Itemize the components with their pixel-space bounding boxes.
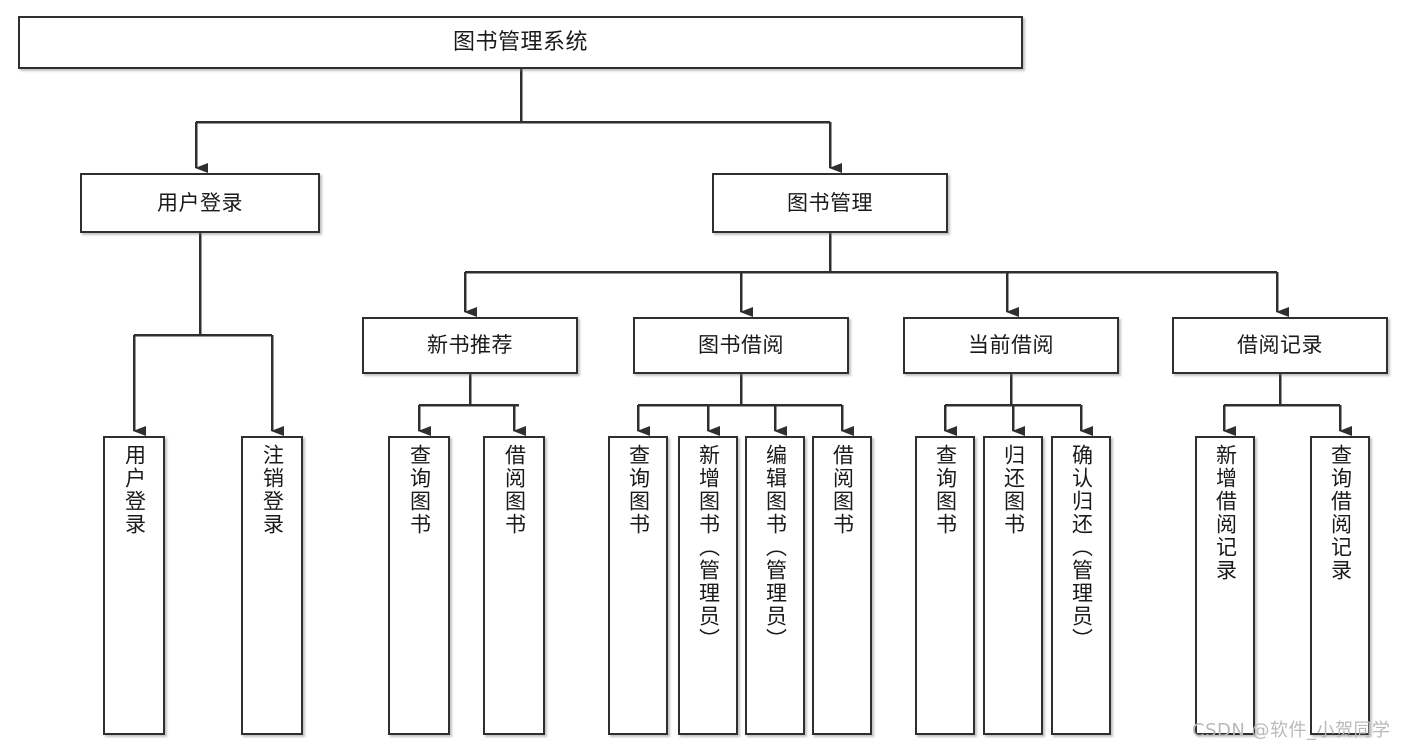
node-root-label: 图书管理系统 [452, 29, 588, 55]
node-borrow-record[interactable]: 借阅记录 [1172, 317, 1388, 374]
node-leaf-confirm-return[interactable]: 确认归还（管理员） [1051, 436, 1111, 735]
node-leaf-user-logout[interactable]: 注销登录 [241, 436, 303, 735]
node-leaf-return-book-label: 归还图书 [1001, 444, 1026, 536]
node-leaf-user-logout-label: 注销登录 [260, 444, 285, 536]
node-book-manage-label: 图书管理 [787, 190, 873, 215]
node-book-manage[interactable]: 图书管理 [712, 173, 948, 233]
node-leaf-borrow-book-1-label: 借阅图书 [502, 444, 527, 536]
node-leaf-add-book[interactable]: 新增图书（管理员） [678, 436, 738, 735]
node-user-login[interactable]: 用户登录 [80, 173, 320, 233]
node-leaf-query-book-2[interactable]: 查询图书 [608, 436, 668, 735]
node-leaf-query-book-1-label: 查询图书 [407, 444, 432, 536]
node-leaf-query-borrow-record-label: 查询借阅记录 [1328, 444, 1353, 582]
node-leaf-add-book-label: 新增图书（管理员） [696, 444, 721, 651]
node-new-book-recommend[interactable]: 新书推荐 [362, 317, 578, 374]
node-leaf-user-login-label: 用户登录 [122, 444, 147, 536]
node-user-login-label: 用户登录 [157, 190, 243, 215]
node-new-book-recommend-label: 新书推荐 [427, 333, 513, 358]
node-root[interactable]: 图书管理系统 [18, 16, 1023, 69]
node-leaf-borrow-book-1[interactable]: 借阅图书 [483, 436, 545, 735]
node-current-borrow[interactable]: 当前借阅 [903, 317, 1119, 374]
node-leaf-borrow-book-2-label: 借阅图书 [830, 444, 855, 536]
node-leaf-confirm-return-label: 确认归还（管理员） [1069, 444, 1094, 651]
node-leaf-query-book-1[interactable]: 查询图书 [388, 436, 450, 735]
node-leaf-edit-book[interactable]: 编辑图书（管理员） [745, 436, 805, 735]
node-leaf-query-book-2-label: 查询图书 [626, 444, 651, 536]
node-current-borrow-label: 当前借阅 [968, 333, 1054, 358]
node-leaf-add-borrow-record-label: 新增借阅记录 [1213, 444, 1238, 582]
node-leaf-query-book-3[interactable]: 查询图书 [915, 436, 975, 735]
node-book-borrow[interactable]: 图书借阅 [633, 317, 849, 374]
node-leaf-edit-book-label: 编辑图书（管理员） [763, 444, 788, 651]
node-leaf-add-borrow-record[interactable]: 新增借阅记录 [1195, 436, 1255, 735]
node-leaf-query-book-3-label: 查询图书 [933, 444, 958, 536]
node-book-borrow-label: 图书借阅 [698, 333, 784, 358]
node-leaf-query-borrow-record[interactable]: 查询借阅记录 [1310, 436, 1370, 735]
node-leaf-user-login[interactable]: 用户登录 [103, 436, 165, 735]
node-borrow-record-label: 借阅记录 [1237, 333, 1323, 358]
node-leaf-return-book[interactable]: 归还图书 [983, 436, 1043, 735]
node-leaf-borrow-book-2[interactable]: 借阅图书 [812, 436, 872, 735]
